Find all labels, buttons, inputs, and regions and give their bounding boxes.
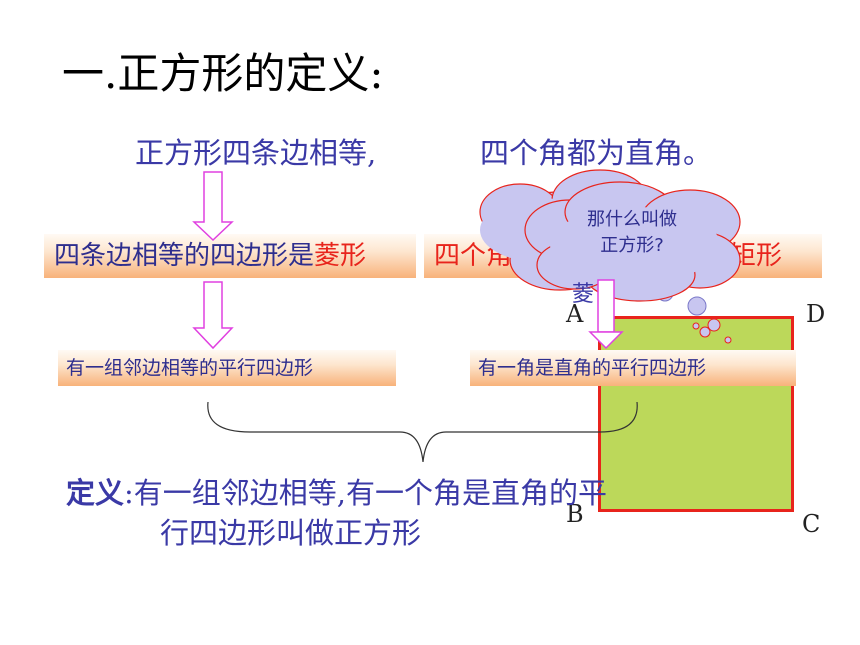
rectangle-parallelogram-band: 有一角是直角的平行四边形	[470, 350, 796, 386]
cloud-question: 那什么叫做 正方形?	[572, 207, 692, 259]
brace-shape	[207, 401, 638, 463]
definition-line-2: 行四边形叫做正方形	[160, 516, 422, 550]
square-shape	[598, 316, 794, 512]
rhombus-definition-band: 四条边相等的四边形是菱形	[44, 234, 416, 278]
cloud-line-2: 正方形?	[600, 235, 664, 256]
thought-cloud-shape	[524, 181, 741, 302]
property-angles: 四个角都为直角。	[480, 136, 713, 170]
property-sides: 正方形四条边相等,	[135, 136, 377, 170]
vertex-d: D	[806, 300, 826, 328]
slide-title: 一.正方形的定义:	[62, 49, 384, 98]
cloud-line-1: 那什么叫做	[587, 209, 677, 230]
definition-label: 定义	[66, 476, 125, 510]
rectangle-parallelogram-text: 有一角是直角的平行四边形	[478, 357, 707, 379]
vertex-c: C	[802, 510, 821, 538]
rhombus-parallelogram-text: 有一组邻边相等的平行四边形	[66, 357, 314, 379]
down-arrow-icon	[192, 281, 234, 350]
rhombus-parallelogram-band: 有一组邻边相等的平行四边形	[58, 350, 396, 386]
vertex-a: A	[566, 300, 584, 328]
down-arrow-icon	[588, 279, 624, 350]
down-arrow-icon	[192, 171, 234, 242]
definition-colon: :	[124, 476, 134, 510]
rhombus-word: 菱形	[314, 241, 367, 271]
definition-text-1: 有一组邻边相等,有一个角是直角的平	[133, 476, 608, 510]
rhombus-definition-text: 四条边相等的四边形是	[54, 241, 315, 271]
vertex-b: B	[566, 500, 584, 528]
cloud-fragment: 菱	[572, 282, 595, 307]
definition-line-1: 定义:有一组邻边相等,有一个角是直角的平	[66, 470, 607, 512]
